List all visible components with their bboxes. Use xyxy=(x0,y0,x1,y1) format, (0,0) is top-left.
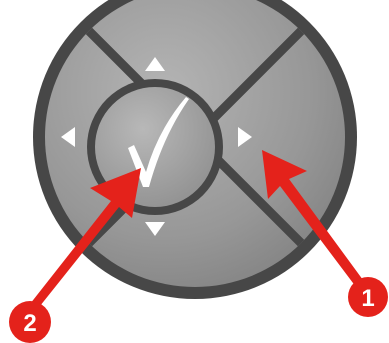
navigation-pad xyxy=(33,0,357,299)
callout-1-arrow xyxy=(262,150,363,287)
triangle-left-icon xyxy=(61,127,75,147)
callout-2-number: 2 xyxy=(23,310,36,337)
triangle-down-icon xyxy=(145,222,165,236)
up-arrow-button[interactable] xyxy=(145,57,165,71)
right-arrow-button[interactable] xyxy=(238,127,252,147)
callout-1-number: 1 xyxy=(361,285,374,312)
callout-1: 1 xyxy=(262,150,388,317)
triangle-right-icon xyxy=(238,127,252,147)
callout-2-arrow xyxy=(30,168,141,311)
checkmark-icon xyxy=(128,97,189,187)
triangle-up-icon xyxy=(145,57,165,71)
left-arrow-button[interactable] xyxy=(61,127,75,147)
callout-1-badge xyxy=(348,277,388,317)
callout-2-badge xyxy=(9,301,51,343)
down-arrow-button[interactable] xyxy=(145,222,165,236)
callout-2: 2 xyxy=(9,168,141,343)
